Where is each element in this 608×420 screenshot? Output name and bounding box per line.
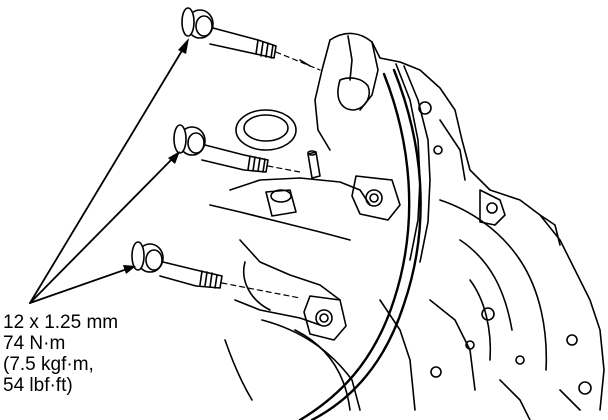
- bolt-icon: [173, 124, 269, 173]
- torque-lbfft-text: 54 lbf·ft): [3, 375, 73, 396]
- leader-arrows: [29, 43, 187, 304]
- torque-nm-text: 74 N·m: [3, 333, 66, 354]
- arrow-icon: [29, 154, 177, 304]
- torque-kgfm-text: (7.5 kgf·m,: [3, 354, 94, 375]
- arrow-icon: [178, 38, 189, 54]
- housing-casting: [209, 32, 605, 420]
- bolt-icon: [181, 7, 277, 59]
- arrow-icon: [29, 43, 187, 304]
- alignment-lines: [221, 51, 321, 299]
- arrow-icon: [29, 267, 131, 304]
- bolt-icon: [131, 241, 223, 289]
- bolt-size-text: 12 x 1.25 mm: [3, 312, 119, 333]
- torque-spec-label: 12 x 1.25 mm 74 N·m (7.5 kgf·m, 54 lbf·f…: [3, 312, 118, 396]
- arrow-icon: [123, 265, 136, 274]
- arrow-icon: [168, 151, 180, 164]
